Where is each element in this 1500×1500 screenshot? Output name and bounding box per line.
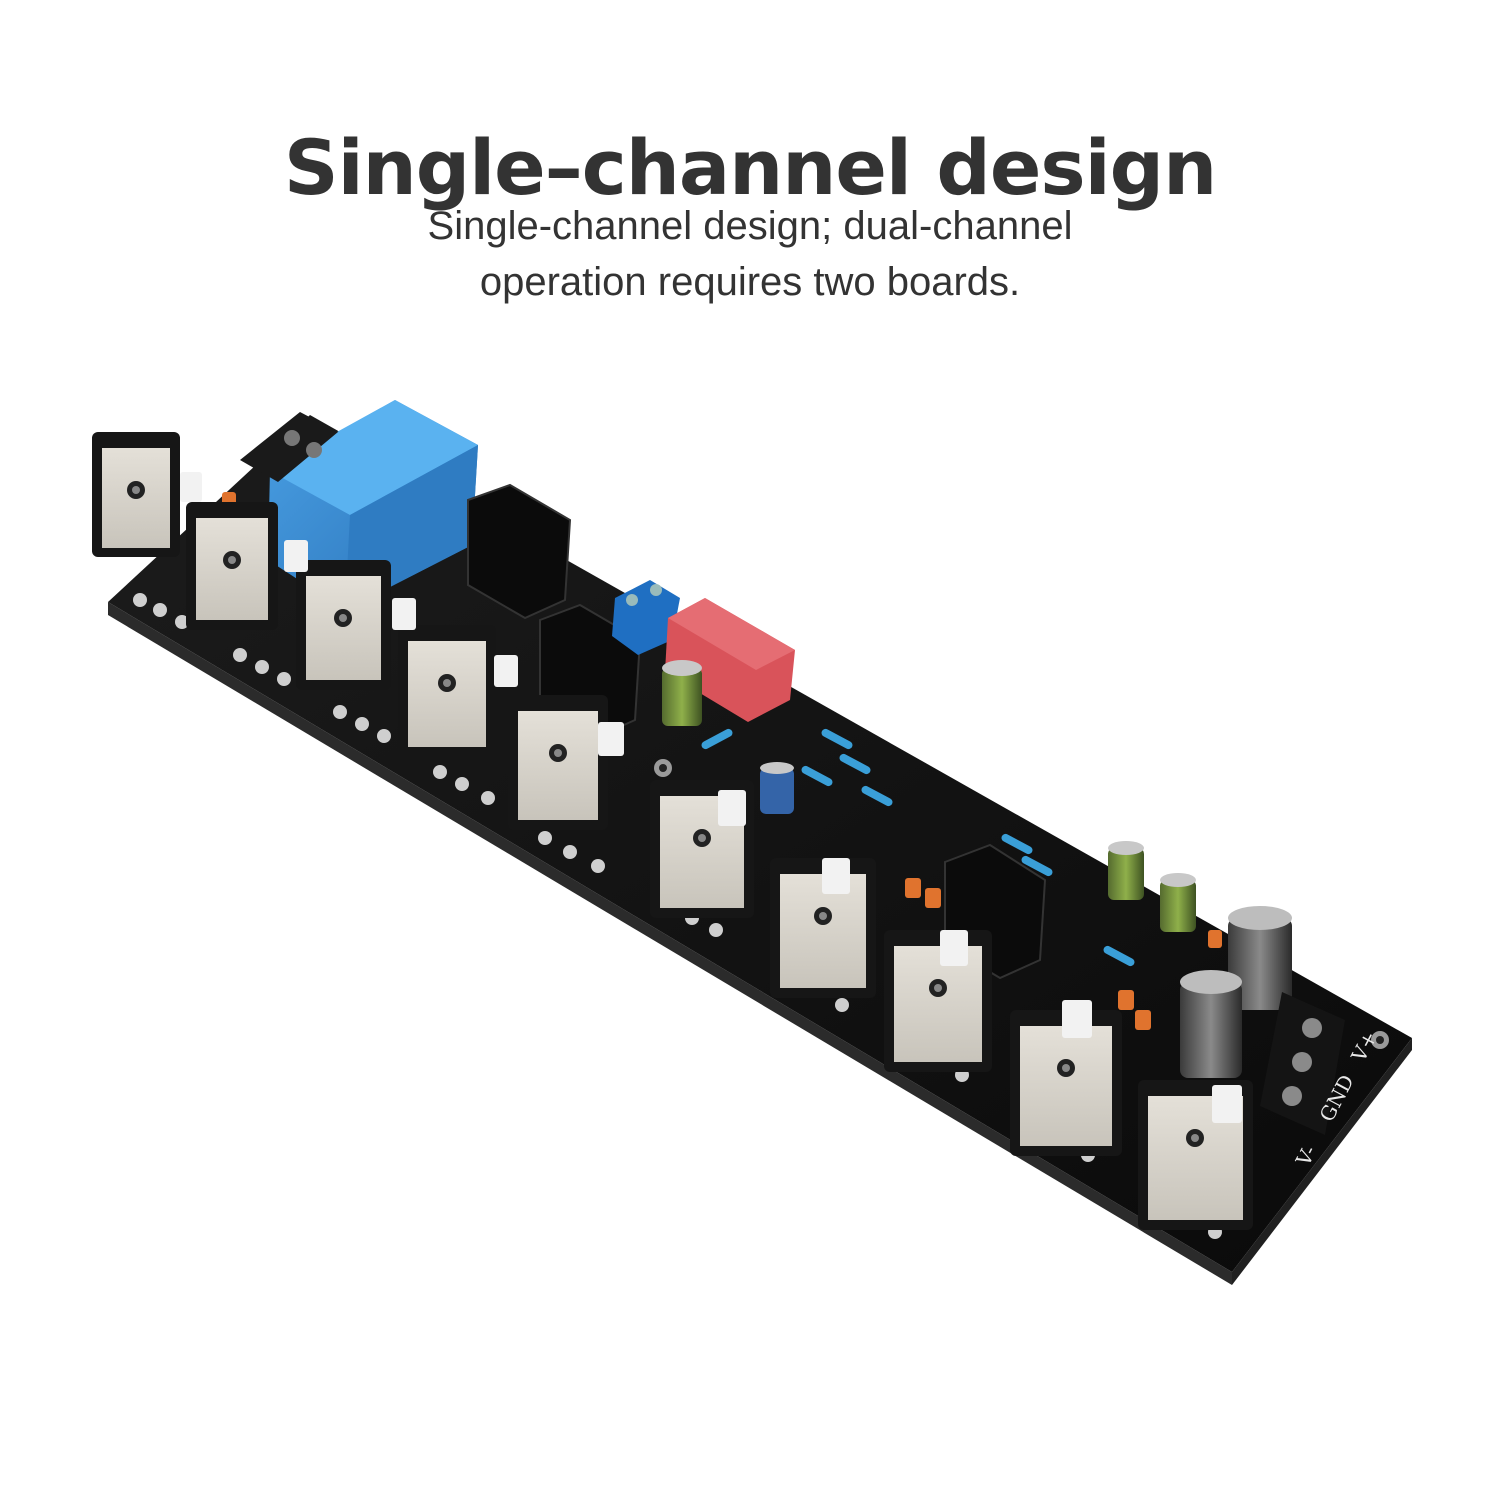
thermal-spacer-array xyxy=(180,472,1242,1123)
electrolytic-capacitor-icon xyxy=(662,660,1196,932)
screw-terminal-icon xyxy=(240,412,338,482)
power-terminal-icon xyxy=(1260,992,1345,1135)
description-line-1: Single-channel design; dual-channel xyxy=(427,204,1073,248)
input-terminal-icon xyxy=(612,580,680,655)
power-transistor-icon xyxy=(770,858,876,998)
filter-capacitor-icon xyxy=(1180,906,1292,1078)
power-transistor-icon xyxy=(92,432,180,557)
power-transistor-icon xyxy=(884,930,992,1072)
power-transistor-icon xyxy=(1010,1010,1122,1156)
power-transistor-icon xyxy=(186,502,278,630)
power-transistor-row xyxy=(92,432,1253,1230)
power-transistor-icon xyxy=(398,625,496,757)
description: Single-channel design; dual-channel oper… xyxy=(340,198,1160,310)
power-transistor-icon xyxy=(296,560,391,690)
power-transistor-icon xyxy=(508,695,608,830)
resistor-array xyxy=(701,728,1135,967)
headline: Single–channel design xyxy=(283,122,1217,212)
description-line-2: operation requires two boards. xyxy=(479,260,1021,304)
